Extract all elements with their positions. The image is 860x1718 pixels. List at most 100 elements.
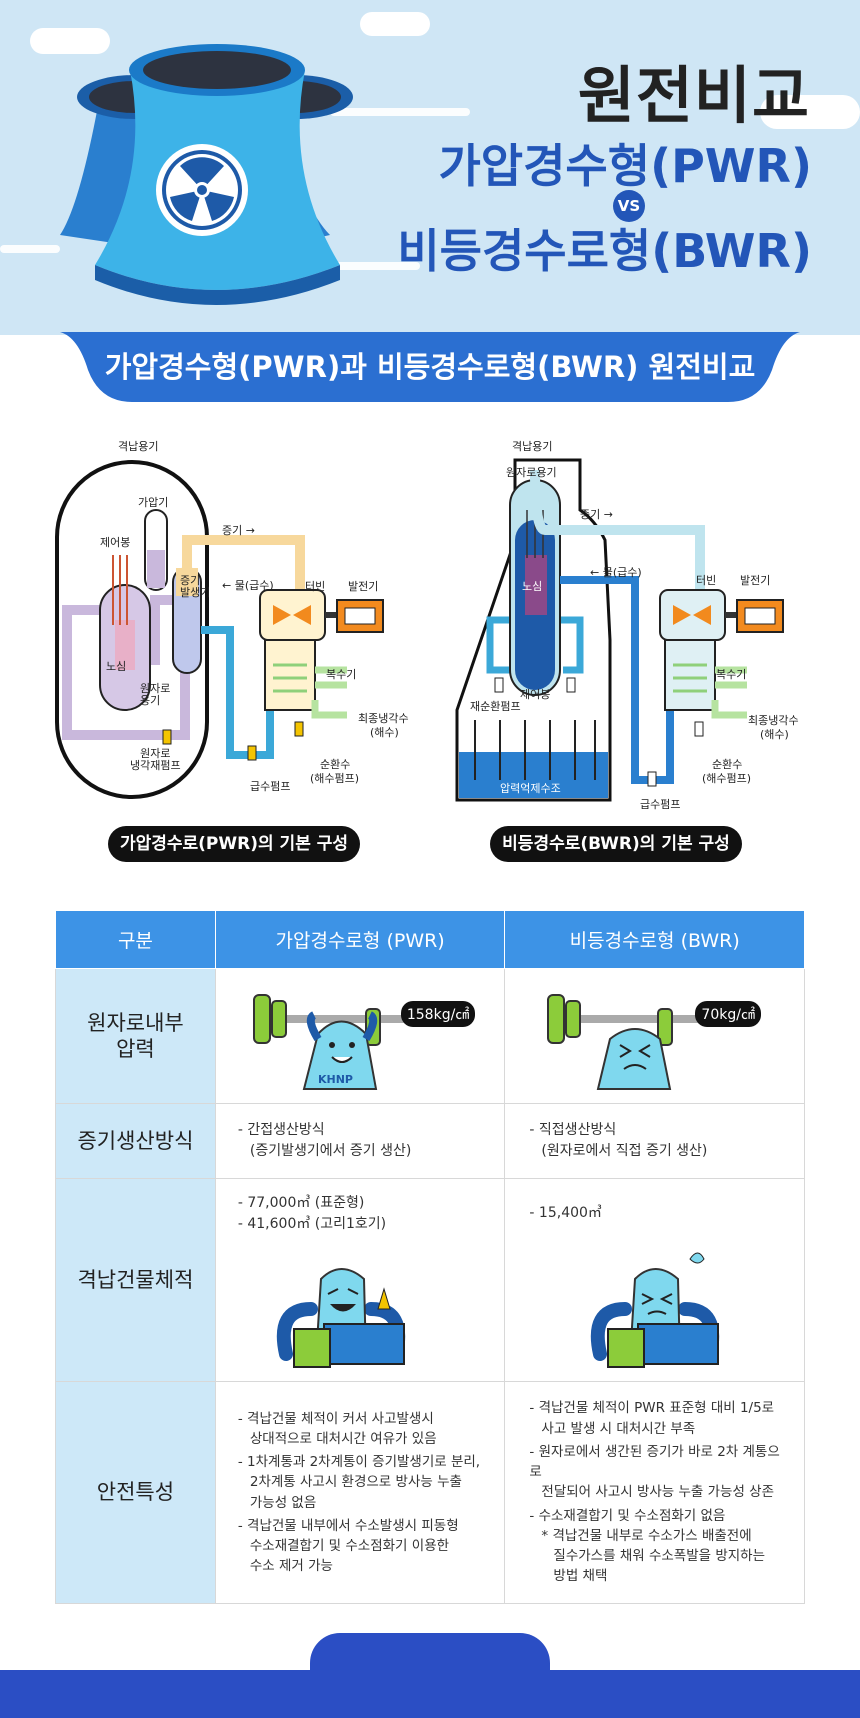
page-title: 원전비교 [577, 59, 810, 132]
pwr-volume-line-2: - 41,600㎥ (고리1호기) [237, 1216, 387, 1232]
bwr-steam-line-1: - 직접생산방식 [529, 1122, 617, 1138]
decorative-line [0, 245, 60, 253]
section-banner: 가압경수형(PWR)과 비등경수로형(BWR) 원전비교 [104, 350, 756, 384]
pwr-safety-item-2: - 1차계통과 2차계통이 증기발생기로 분리, 2차계통 사고시 환경으로 방… [238, 1452, 493, 1513]
bwr-pressure-value: 70kg/㎠ [695, 1001, 761, 1027]
pwr-label-vessel: 원자로 용기 [140, 682, 171, 708]
bwr-label-water: ← 물(급수) [590, 566, 642, 579]
pwr-label-rcp: 원자로 냉각재펌프 [130, 747, 181, 773]
bwr-label-seawater: (해수) [760, 728, 789, 741]
bwr-safety-3-line-4: 방법 채택 [553, 1568, 608, 1585]
bwr-safety-1-line-2: 사고 발생 시 대처시간 부족 [541, 1420, 696, 1437]
pwr-safety-cell: - 격납건물 체적이 커서 사고발생시 상대적으로 대처시간 여유가 있음 - … [214, 1381, 506, 1604]
pwr-safety-3-line-3: 수소 제거 가능 [249, 1558, 333, 1575]
bwr-safety-item-3: - 수소재결합기 및 수소점화기 없음 * 격납건물 내부로 수소가스 배출전에… [529, 1506, 792, 1587]
weightlifter-bwr-icon [547, 994, 756, 1090]
pwr-safety-item-1: - 격납건물 체적이 커서 사고발생시 상대적으로 대처시간 여유가 있음 [238, 1409, 493, 1450]
worried-mascot-icon [591, 1252, 720, 1368]
table-row: 격납건물체적 - 77,000㎥ (표준형) - 41,600㎥ (고리1호기) [55, 1178, 805, 1382]
bwr-label-recirc-pump: 재순환펌프 [470, 700, 521, 713]
pwr-label-circ-water: 순환수 [320, 758, 351, 771]
pwr-label-final-coolant: 최종냉각수 [358, 712, 409, 725]
bwr-label-feed-pump: 급수펌프 [640, 798, 681, 811]
pwr-volume-cell: - 77,000㎥ (표준형) - 41,600㎥ (고리1호기) [214, 1178, 506, 1382]
pwr-label-pressurizer: 가압기 [138, 496, 169, 509]
bwr-volume-line-1: - 15,400㎥ [529, 1205, 602, 1221]
bwr-safety-3-line-3: 질수가스를 채워 수소폭발을 방지하는 [553, 1548, 766, 1565]
row-label-volume: 격납건물체적 [55, 1178, 216, 1382]
pwr-pressure-value: 158kg/㎠ [400, 1001, 476, 1027]
bwr-title: 비등경수로형(BWR) [397, 224, 812, 278]
header-category: 구분 [55, 910, 216, 969]
bwr-safety-item-2: - 원자로에서 생간된 증기가 바로 2차 계통으로 전달되어 사고시 방사능 … [529, 1442, 792, 1503]
weightlifter-pwr-icon: KHNP [252, 994, 461, 1090]
header: 원전비교 가압경수형(PWR) VS 비등경수로형(BWR) [0, 0, 860, 335]
pwr-caption: 가압경수로(PWR)의 기본 구성 [108, 826, 360, 862]
pwr-label-turbine: 터빈 [305, 580, 326, 593]
pwr-diagram [55, 460, 384, 799]
cloud [360, 12, 430, 36]
pwr-safety-2-line-1: - 1차계통과 2차계통이 증기발생기로 분리, [237, 1454, 481, 1470]
bwr-caption: 비등경수로(BWR)의 기본 구성 [490, 826, 742, 862]
bwr-steam-line-2: (원자로에서 직접 증기 생산) [529, 1141, 792, 1162]
comparison-table: 구분 가압경수로형 (PWR) 비등경수로형 (BWR) 원자로내부 압력 [55, 910, 805, 1604]
pwr-label-circ-pump: (해수펌프) [310, 772, 360, 785]
table-row: 증기생산방식 - 간접생산방식 (증기발생기에서 증기 생산) - 직접생산방식… [55, 1103, 805, 1179]
pwr-pressure-cell: KHNP 158kg/㎠ [214, 968, 506, 1104]
pwr-label-condenser: 복수기 [326, 668, 357, 681]
bwr-safety-cell: - 격납건물 체적이 PWR 표준형 대비 1/5로 사고 발생 시 대처시간 … [504, 1381, 805, 1604]
bwr-label-steam: 증기 → [580, 508, 613, 521]
bwr-volume-cell: - 15,400㎥ [504, 1178, 805, 1382]
pwr-label-containment: 격납용기 [118, 440, 159, 453]
table-row: 안전특성 - 격납건물 체적이 커서 사고발생시 상대적으로 대처시간 여유가 … [55, 1381, 805, 1604]
pwr-safety-2-line-3: 가능성 없음 [249, 1494, 317, 1511]
khnp-logo: KHNP [318, 1073, 353, 1086]
pwr-label-water-text: 물(급수) [234, 579, 274, 592]
bwr-label-steam-text: 증기 [580, 508, 601, 521]
pwr-steam-cell: - 간접생산방식 (증기발생기에서 증기 생산) [214, 1103, 506, 1179]
pwr-title: 가압경수형(PWR) [438, 139, 812, 193]
row-label-safety: 안전특성 [55, 1381, 216, 1604]
pwr-label-seawater: (해수) [370, 726, 399, 739]
pwr-label-generator: 발전기 [348, 580, 379, 593]
bwr-label-vessel: 원자로용기 [506, 466, 557, 479]
pwr-label-water: ← 물(급수) [222, 579, 274, 592]
bwr-label-water-text: 물(급수) [602, 566, 642, 579]
bwr-diagram [455, 458, 784, 802]
bwr-label-suppression-pool: 압력억제수조 [500, 782, 561, 795]
decorative-line [330, 108, 470, 116]
vs-badge: VS [613, 190, 645, 222]
pwr-steam-line-2-text: (증기발생기에서 증기 생산) [249, 1143, 412, 1159]
pwr-safety-item-3: - 격납건물 내부에서 수소발생시 피동형 수소재결합기 및 수소점화기 이용한… [238, 1516, 493, 1577]
bwr-safety-2-line-2: 전달되어 사고시 방사능 누출 가능성 상존 [541, 1484, 775, 1501]
pwr-safety-3-line-1: - 격납건물 내부에서 수소발생시 피동형 [237, 1517, 459, 1534]
pwr-label-feed-pump: 급수펌프 [250, 780, 291, 793]
bwr-safety-item-1: - 격납건물 체적이 PWR 표준형 대비 1/5로 사고 발생 시 대처시간 … [529, 1398, 792, 1439]
bwr-safety-2-line-1: - 원자로에서 생간된 증기가 바로 2차 계통으로 [529, 1443, 780, 1481]
bwr-safety-3-line-2: * 격납건물 내부로 수소가스 배출전에 [541, 1527, 752, 1544]
table-header-row: 구분 가압경수로형 (PWR) 비등경수로형 (BWR) [55, 910, 805, 969]
pwr-label-sg: 증기 발생기 [180, 574, 211, 600]
pwr-safety-2-line-2: 2차계통 사고시 환경으로 방사능 누출 [249, 1474, 462, 1491]
cloud [760, 95, 860, 129]
pwr-steam-line-1: - 간접생산방식 [237, 1122, 325, 1138]
row-label-steam: 증기생산방식 [55, 1103, 216, 1179]
table-row: 원자로내부 압력 KHNP 158kg/㎠ [55, 968, 805, 1104]
pwr-steam-line-2: (증기발생기에서 증기 생산) [238, 1141, 493, 1162]
decorative-line [280, 262, 420, 270]
bwr-label-circ-water: 순환수 [712, 758, 743, 771]
bwr-label-core: 노심 [522, 580, 543, 593]
happy-mascot-icon [276, 1268, 406, 1368]
bwr-steam-line-2-text: (원자로에서 직접 증기 생산) [541, 1143, 708, 1159]
header-bwr: 비등경수로형 (BWR) [504, 910, 805, 969]
pwr-safety-1-line-1: - 격납건물 체적이 커서 사고발생시 [237, 1410, 434, 1427]
bwr-safety-1-line-1: - 격납건물 체적이 PWR 표준형 대비 1/5로 [529, 1400, 775, 1417]
bwr-safety-3-line-1: - 수소재결합기 및 수소점화기 없음 [529, 1507, 726, 1524]
footer-bar [0, 1670, 860, 1718]
bwr-label-generator: 발전기 [740, 574, 771, 587]
bwr-label-control-rod: 제어봉 [520, 688, 551, 701]
row-label-pressure: 원자로내부 압력 [55, 968, 216, 1104]
pwr-label-control-rod: 제어봉 [100, 536, 131, 549]
pwr-safety-3-line-2: 수소재결합기 및 수소점화기 이용한 [249, 1538, 450, 1554]
bwr-steam-cell: - 직접생산방식 (원자로에서 직접 증기 생산) [504, 1103, 805, 1179]
